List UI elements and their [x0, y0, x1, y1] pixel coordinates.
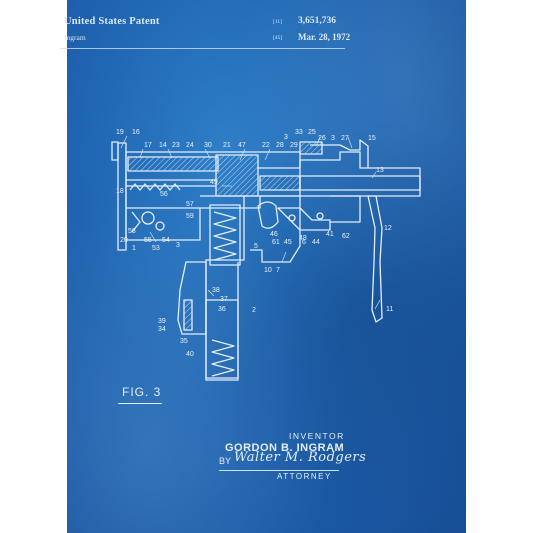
part-58: 58 — [128, 228, 136, 235]
stock-pin-2 — [155, 221, 165, 231]
sight-assembly — [310, 139, 369, 168]
part-3b: 3 — [331, 135, 335, 142]
part-21: 21 — [223, 142, 231, 149]
part-54: 54 — [162, 237, 170, 244]
signature-rule — [219, 470, 339, 471]
front-block — [330, 195, 361, 223]
part-2: 2 — [252, 307, 256, 314]
by-label: BY — [219, 456, 232, 466]
part-26: 26 — [318, 135, 326, 142]
stock-pin — [141, 211, 155, 225]
paper-texture — [67, 0, 466, 533]
barrel-breech — [259, 175, 301, 191]
figure-underline — [118, 403, 162, 404]
attorney-signature: Walter M. Rodgers — [234, 450, 367, 465]
part-46: 46 — [270, 231, 278, 238]
part-48: 48 — [299, 235, 307, 242]
part-59: 59 — [186, 213, 194, 220]
part-38: 38 — [212, 287, 220, 294]
part-3c: 3 — [176, 242, 180, 249]
part-34: 34 — [158, 326, 166, 333]
part-30: 30 — [204, 142, 212, 149]
part-17: 17 — [144, 142, 152, 149]
part-3a: 3 — [284, 134, 288, 141]
part-35: 35 — [180, 338, 188, 345]
part-14: 14 — [159, 142, 167, 149]
part-19: 19 — [116, 129, 124, 136]
magazine-upper — [209, 204, 241, 266]
part-62: 62 — [342, 233, 350, 240]
part-10: 10 — [264, 267, 272, 274]
patent-date-ref: [45] — [273, 35, 283, 41]
part-29: 29 — [290, 142, 298, 149]
recoil-spring — [129, 183, 181, 191]
inventor-label: INVENTOR — [289, 431, 345, 441]
blueprint-print — [67, 0, 466, 533]
magazine-spring-lower — [211, 339, 235, 377]
part-56: 56 — [160, 191, 168, 198]
header-rule — [60, 48, 345, 49]
part-5: 5 — [254, 243, 258, 250]
part-7: 7 — [276, 267, 280, 274]
leader-lines — [120, 135, 381, 310]
part-6: 6 — [302, 239, 306, 246]
patent-number-ref: [11] — [273, 19, 282, 25]
part-53: 53 — [152, 245, 160, 252]
sear — [277, 207, 331, 231]
stock-latch — [131, 211, 141, 233]
sear-pin — [316, 212, 324, 220]
part-57: 57 — [186, 201, 194, 208]
patent-title: United States Patent — [64, 16, 160, 27]
part-44: 44 — [312, 239, 320, 246]
magazine-lower — [205, 299, 239, 379]
patent-number: 3,651,736 — [298, 16, 336, 26]
part-47: 47 — [238, 142, 246, 149]
part-13: 13 — [376, 167, 384, 174]
trigger-pin — [288, 214, 296, 222]
part-61: 61 — [272, 239, 280, 246]
part-41: 41 — [326, 231, 334, 238]
part-55: 55 — [144, 237, 152, 244]
part-28: 28 — [276, 142, 284, 149]
part-24: 24 — [186, 142, 194, 149]
part-37: 37 — [220, 296, 228, 303]
trigger — [257, 201, 279, 229]
part-40: 40 — [186, 351, 194, 358]
grip-safety — [183, 299, 193, 331]
patent-inventor-short: Ingram — [64, 33, 86, 42]
part-12: 12 — [384, 225, 392, 232]
lower-stock — [125, 208, 201, 241]
part-16: 16 — [132, 129, 140, 136]
trigger-housing — [244, 195, 301, 263]
figure-label: FIG. 3 — [122, 385, 162, 399]
part-1: 1 — [132, 245, 136, 252]
part-23: 23 — [172, 142, 180, 149]
stock-cap — [111, 141, 119, 161]
front-strap — [367, 195, 383, 323]
part-45: 45 — [284, 239, 292, 246]
attorney-label: ATTORNEY — [277, 472, 332, 481]
part-36: 36 — [218, 306, 226, 313]
magazine-spring-upper — [213, 211, 237, 261]
inventor-name: GORDON B. INGRAM — [225, 442, 345, 454]
part-25: 25 — [308, 129, 316, 136]
part-20: 20 — [120, 237, 128, 244]
part-18: 18 — [116, 188, 124, 195]
part-22: 22 — [262, 142, 270, 149]
grip-rear — [177, 261, 207, 335]
part-49: 49 — [210, 179, 218, 186]
part-15: 15 — [368, 135, 376, 142]
patent-date: Mar. 28, 1972 — [298, 32, 351, 42]
part-33: 33 — [295, 129, 303, 136]
part-39: 39 — [158, 318, 166, 325]
part-27: 27 — [341, 135, 349, 142]
part-11: 11 — [386, 306, 393, 313]
